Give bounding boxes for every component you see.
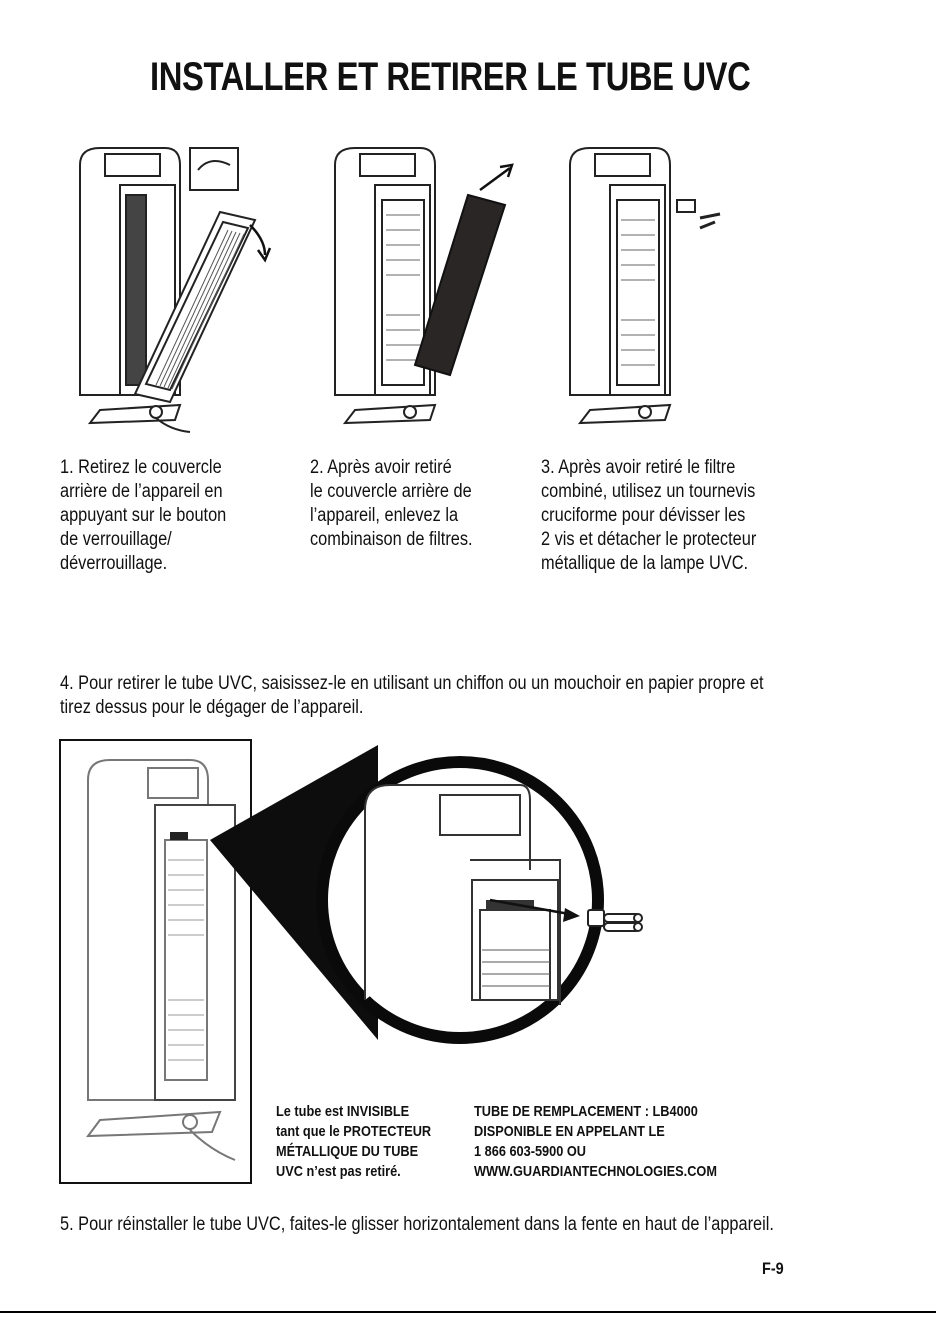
illustration-step-4 xyxy=(59,739,643,1184)
illustration-step-2 xyxy=(334,147,514,425)
invisible-tube-note: Le tube est INVISIBLE tant que le PROTEC… xyxy=(276,1103,432,1180)
page-number: F-9 xyxy=(762,1259,784,1278)
bottom-rule xyxy=(0,1311,936,1313)
step-3-text: 3. Après avoir retiré le filtre combiné,… xyxy=(541,457,757,574)
illustration-step-3 xyxy=(569,147,721,425)
replacement-tube-note: TUBE DE REMPLACEMENT : LB4000 DISPONIBLE… xyxy=(474,1103,717,1180)
page-title: INSTALLER ET RETIRER LE TUBE UVC xyxy=(150,55,751,99)
illustration-step-1 xyxy=(79,147,272,433)
step-1-text: 1. Retirez le couvercle arrière de l’app… xyxy=(60,457,227,574)
step-2-text: 2. Après avoir retiré le couvercle arriè… xyxy=(310,457,473,550)
step-5-text: 5. Pour réinstaller le tube UVC, faites-… xyxy=(60,1214,774,1235)
step-4-text: 4. Pour retirer le tube UVC, saisissez-l… xyxy=(60,673,764,718)
